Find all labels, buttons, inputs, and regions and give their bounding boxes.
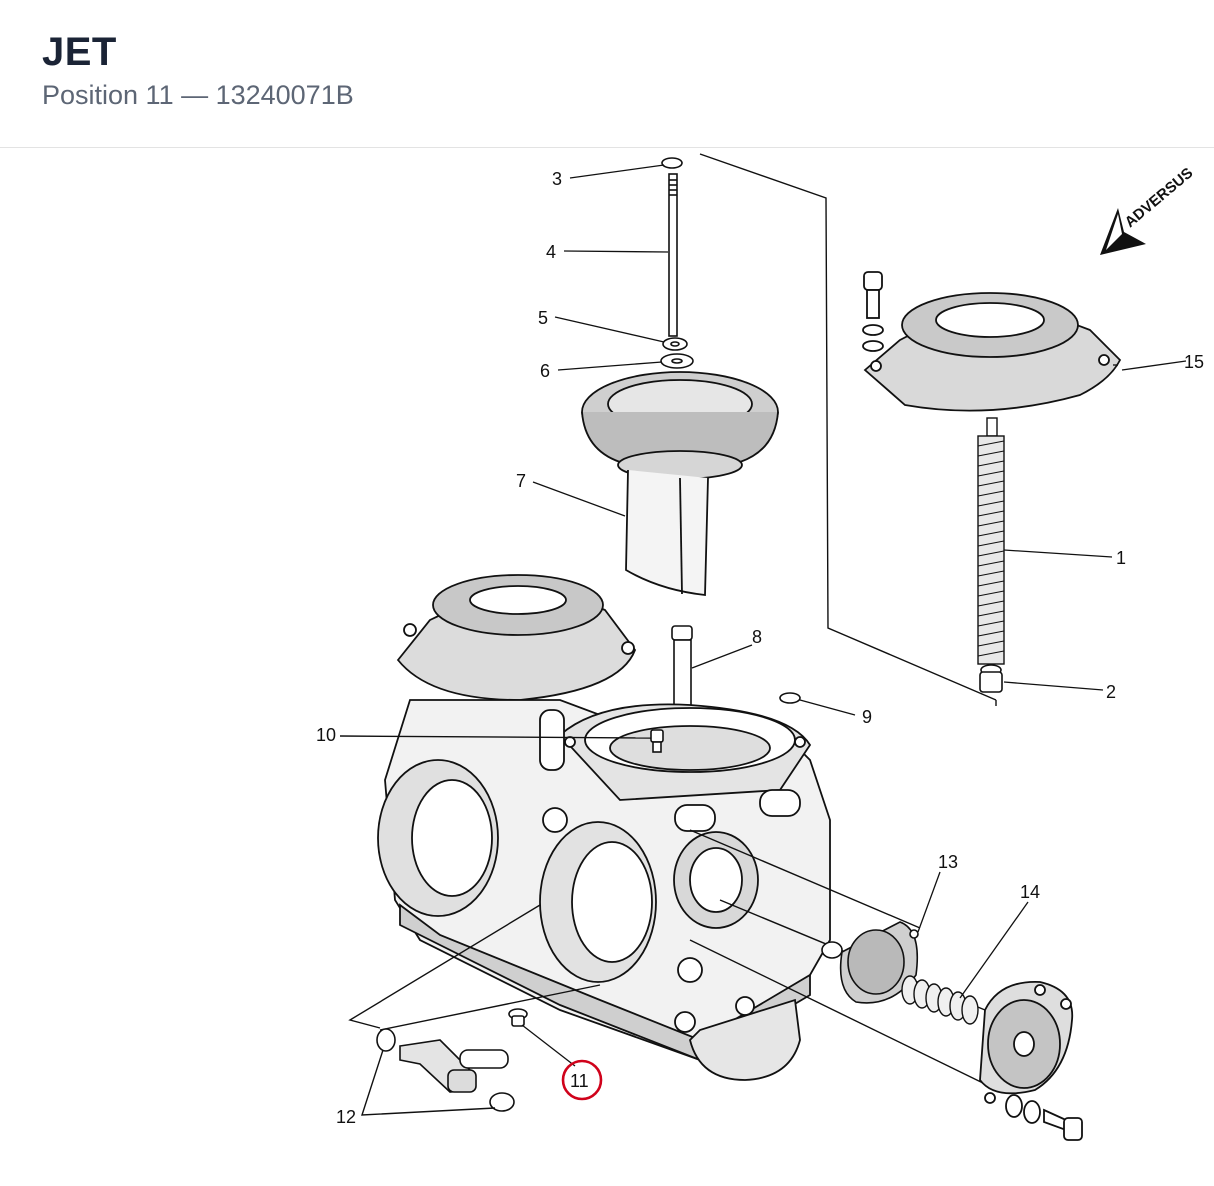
- part-3-clip: [661, 157, 683, 169]
- callout-2: 2: [1106, 682, 1116, 702]
- part-7-diaphragm-slide: [581, 371, 779, 597]
- part-15-top-cover: [862, 271, 1122, 412]
- assembly-lines: [699, 153, 997, 706]
- part-11-jet: [508, 1008, 528, 1027]
- callout-9: 9: [862, 707, 872, 727]
- parts-diagram: 3 4 5 6 7 8 9 10 15 1 2 13 14 12 11 ADVE…: [0, 148, 1214, 1181]
- callout-10: 10: [316, 725, 336, 745]
- side-cover: [979, 981, 1083, 1141]
- part-13-diaphragm: [821, 921, 919, 1004]
- callout-12: 12: [336, 1107, 356, 1127]
- part-10-screw: [650, 729, 664, 753]
- part-2-nut: [979, 664, 1003, 693]
- callout-14: 14: [1020, 882, 1040, 902]
- page-title: JET: [42, 30, 117, 74]
- carburetor-body: [377, 574, 831, 1081]
- page-subtitle: Position 11 — 13240071B: [42, 80, 354, 110]
- callout-4: 4: [546, 242, 556, 262]
- callout-1: 1: [1116, 548, 1126, 568]
- part-12-leader: [361, 1049, 496, 1116]
- callout-8: 8: [752, 627, 762, 647]
- callout-13: 13: [938, 852, 958, 872]
- callout-3: 3: [552, 169, 562, 189]
- callout-11-highlight-ring: [561, 1059, 603, 1101]
- part-1-spring: [977, 417, 1005, 665]
- callout-7: 7: [516, 471, 526, 491]
- callout-leaders: [521, 164, 1187, 1067]
- adversus-logo: ADVERSUS: [1100, 164, 1196, 255]
- part-5-washer: [662, 337, 688, 351]
- part-14-spring: [901, 975, 979, 1025]
- part-9-clip: [779, 692, 801, 704]
- part-12-fitting: [376, 1028, 515, 1112]
- callout-15: 15: [1184, 352, 1204, 372]
- logo-text: ADVERSUS: [1122, 164, 1197, 231]
- callout-5: 5: [538, 308, 548, 328]
- callout-labels: 3 4 5 6 7 8 9 10 15 1 2 13 14 12 11: [316, 169, 1204, 1127]
- part-4-needle-rod: [668, 173, 678, 337]
- part-6-spring-seat: [660, 353, 694, 369]
- callout-6: 6: [540, 361, 550, 381]
- callout-11: 11: [570, 1071, 589, 1091]
- page-header: JET Position 11 — 13240071B: [0, 0, 1214, 148]
